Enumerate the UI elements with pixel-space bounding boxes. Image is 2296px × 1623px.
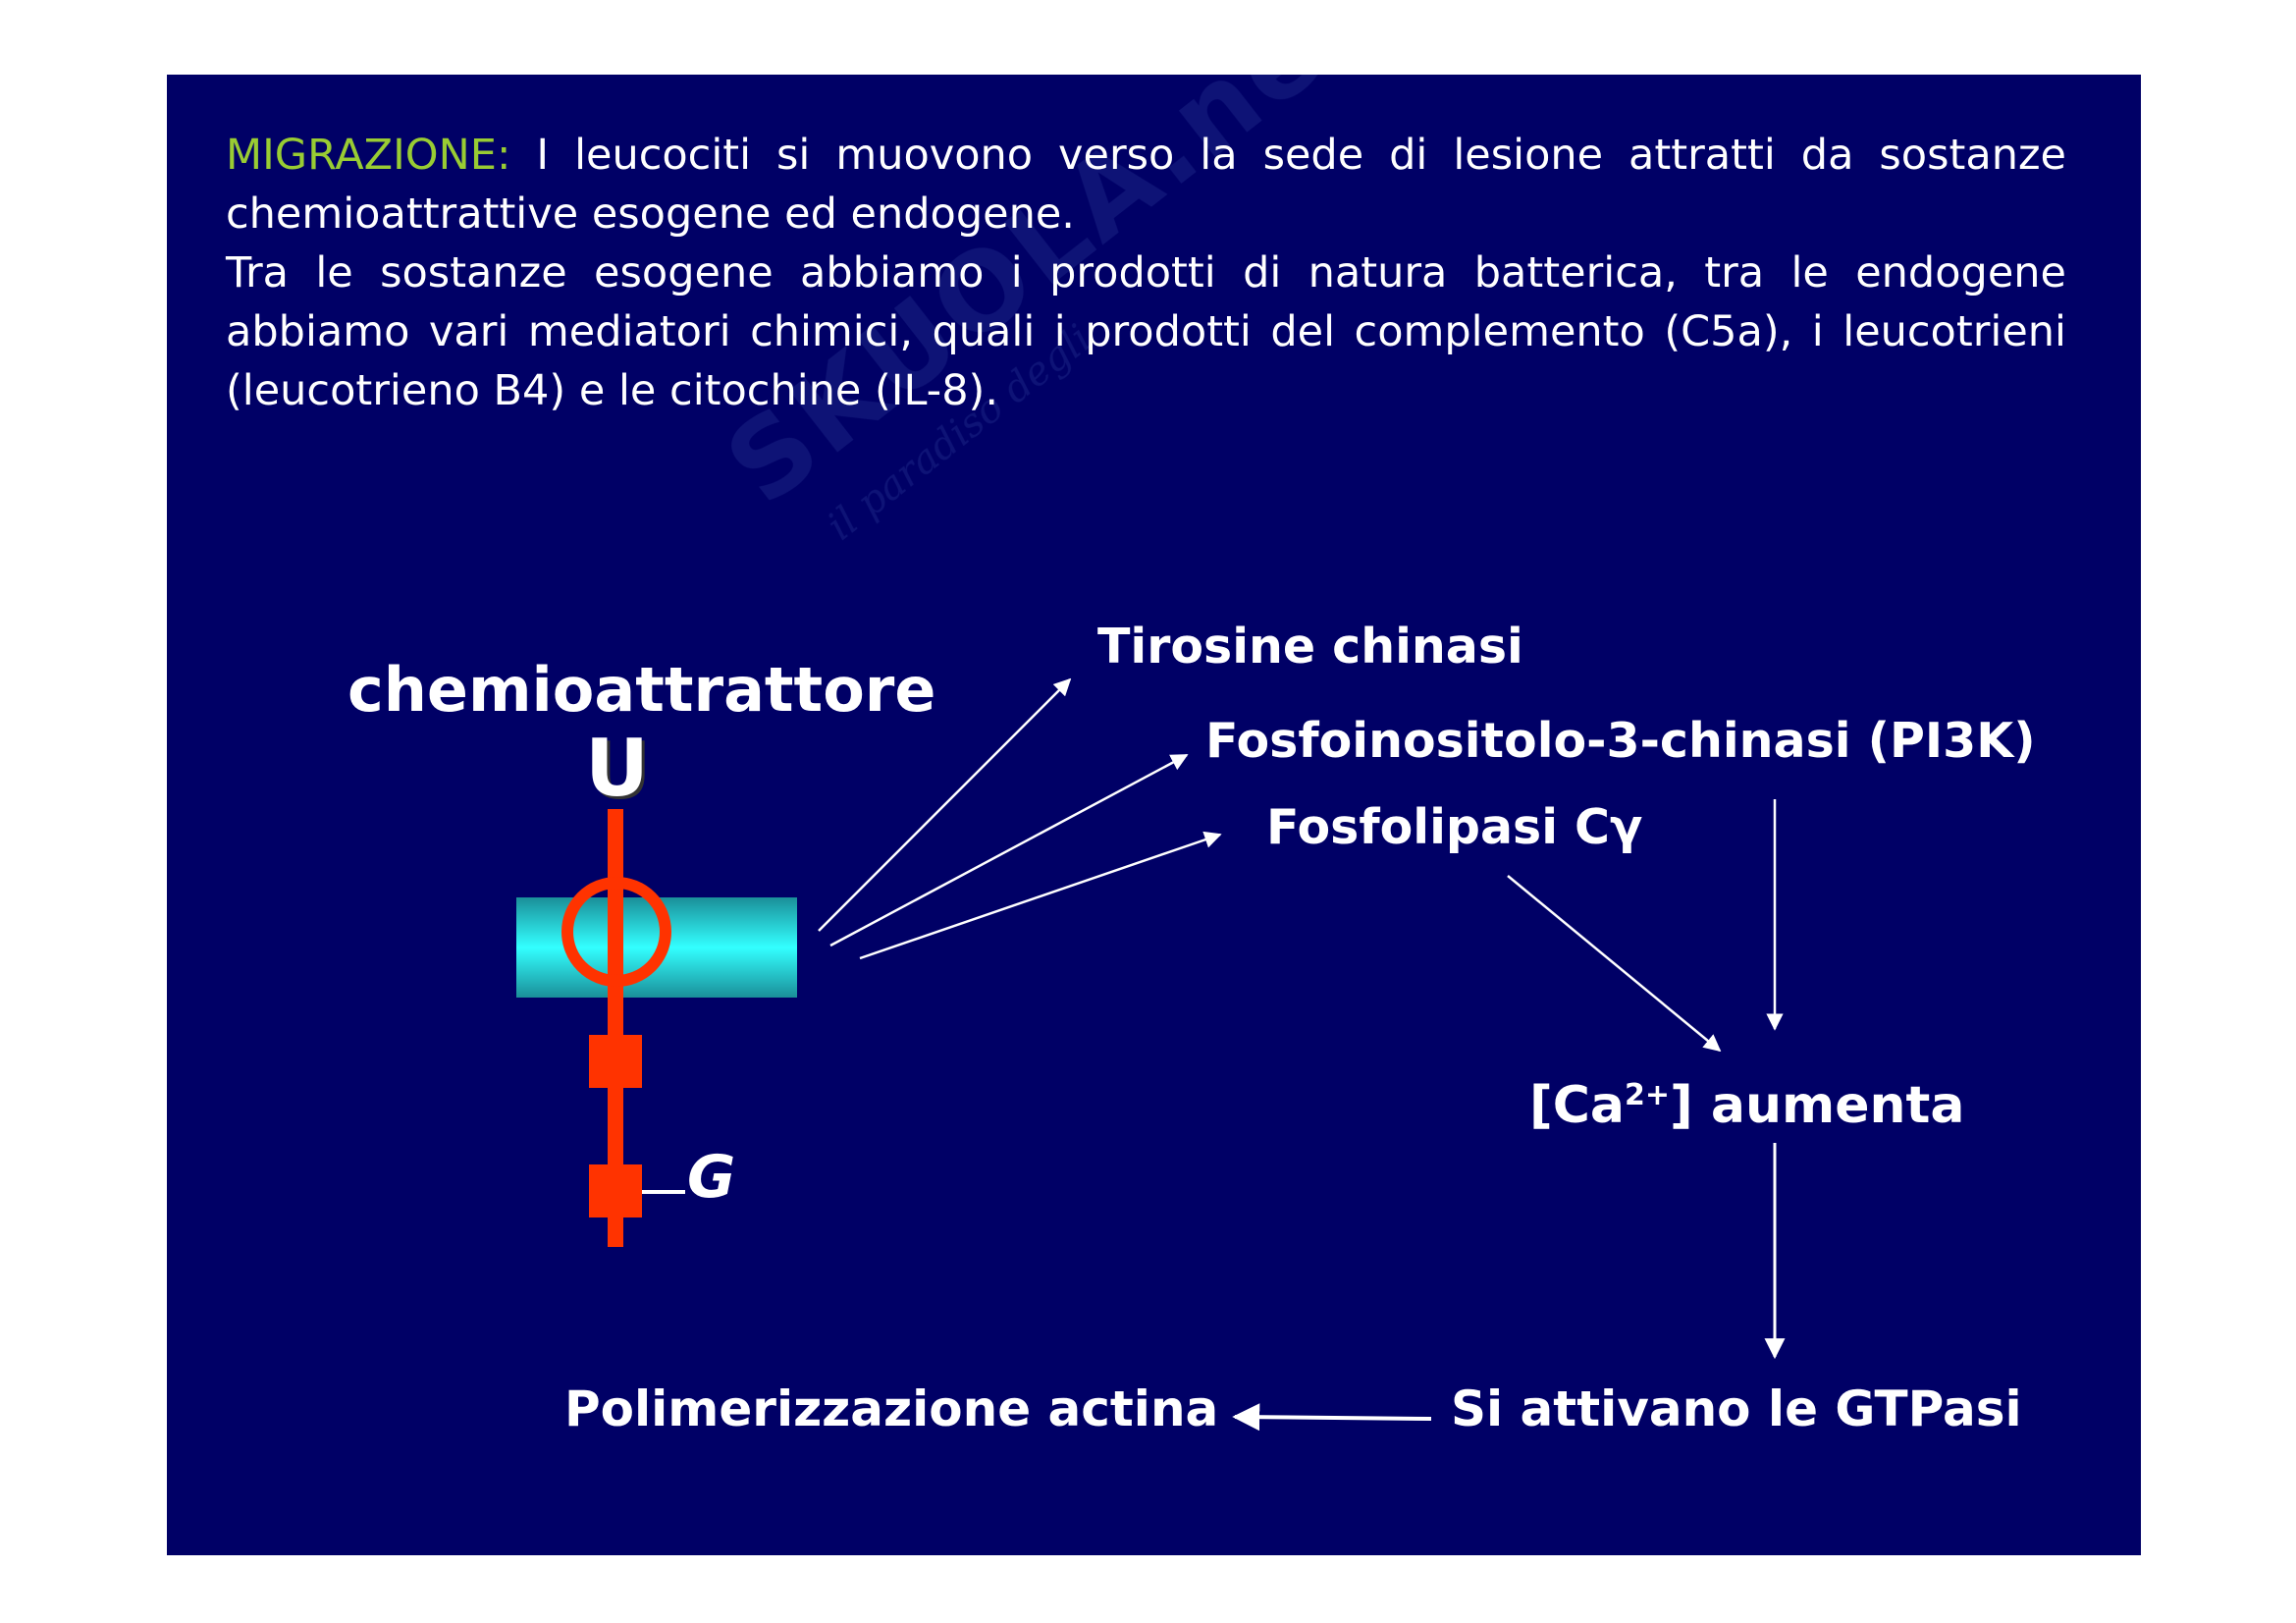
actin-label: Polimerizzazione actina — [564, 1380, 1219, 1437]
receptor-ring — [561, 877, 671, 987]
slide: SKUOLA.net il paradiso degli MIGRAZIONE:… — [167, 75, 2141, 1555]
phospholipase-label: Fosfolipasi Cγ — [1266, 799, 1643, 855]
receptor-block-upper — [589, 1035, 642, 1088]
receptor-block-lower — [589, 1164, 642, 1217]
ligand-symbol: U — [585, 723, 649, 814]
g-protein-label: G — [687, 1143, 736, 1212]
pi3k-label: Fosfoinositolo-3-chinasi (PI3K) — [1205, 713, 2036, 769]
calcium-prefix: [Ca — [1529, 1076, 1626, 1135]
intro-text: MIGRAZIONE: I leucociti si muovono verso… — [226, 126, 2066, 420]
arrow-to-pi3k — [829, 753, 1189, 947]
receptor — [561, 809, 685, 1247]
calcium-suffix: ] aumenta — [1670, 1076, 1965, 1135]
arrow-phospholipase-to-calcium — [1507, 875, 1722, 1053]
arrow-gtpases-to-actin — [1232, 1403, 1432, 1432]
intro-line-1: I leucociti si muovono verso la sede di … — [226, 131, 2066, 239]
intro-paragraph-1: MIGRAZIONE: I leucociti si muovono verso… — [226, 126, 2066, 243]
arrow-to-tyrosine-kinase — [818, 677, 1072, 932]
arrow-to-phospholipase — [859, 831, 1222, 960]
signaling-diagram — [516, 677, 1786, 1432]
calcium-label: [Ca2+] aumenta — [1529, 1076, 1964, 1135]
tyrosine-kinase-label: Tirosine chinasi — [1097, 619, 1523, 675]
chemoattractant-label: chemioattrattore — [347, 654, 936, 726]
section-heading: MIGRAZIONE: — [226, 131, 511, 180]
intro-paragraph-2: Tra le sostanze esogene abbiamo i prodot… — [226, 248, 2066, 415]
calcium-charge: 2+ — [1625, 1078, 1671, 1112]
gtpases-label: Si attivano le GTPasi — [1451, 1380, 2022, 1437]
